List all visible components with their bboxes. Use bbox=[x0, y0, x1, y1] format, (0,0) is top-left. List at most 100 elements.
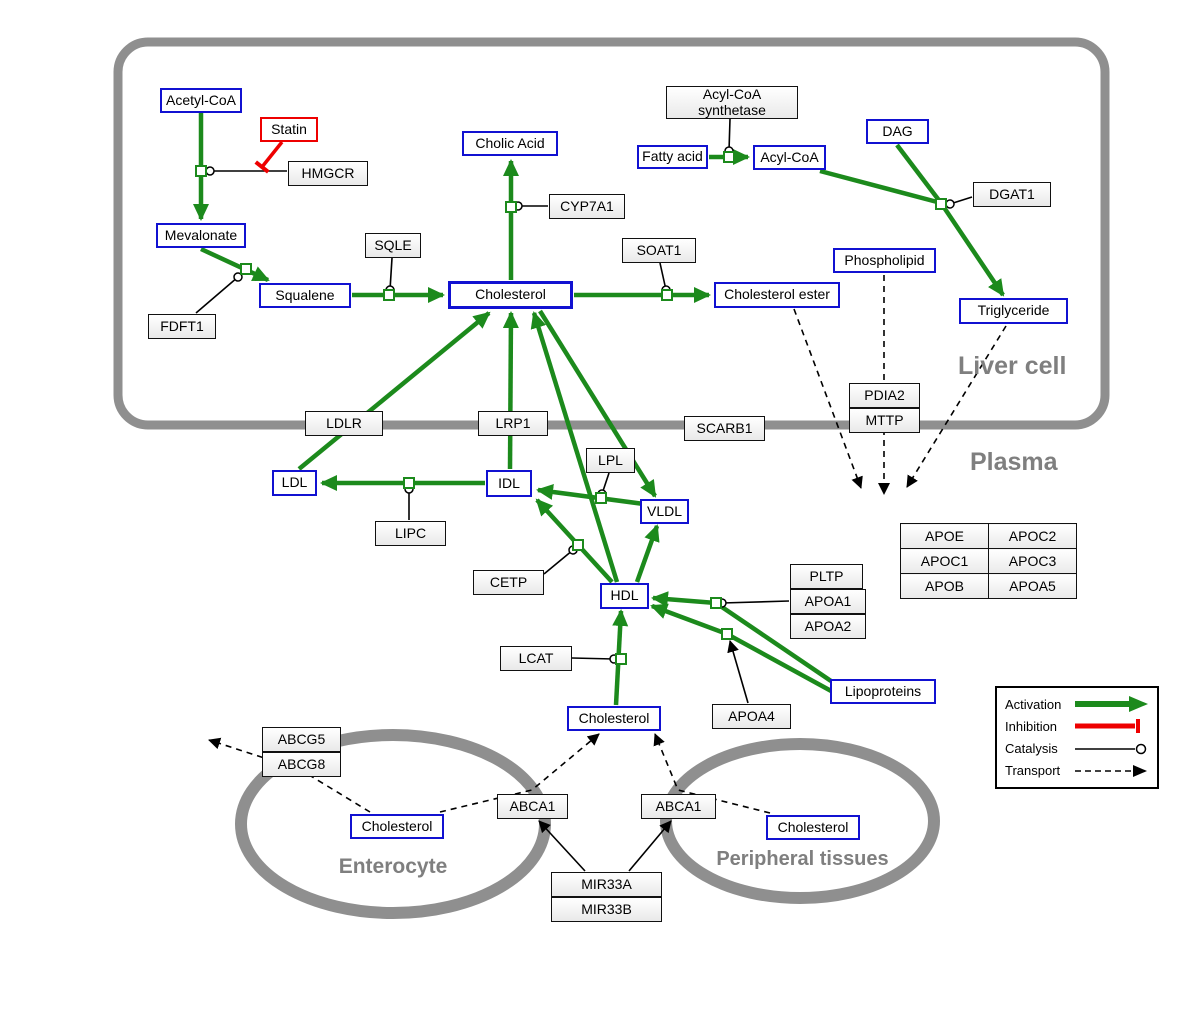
legend-item-inhibition: Inhibition bbox=[1005, 717, 1149, 735]
node-cetp[interactable]: CETP bbox=[473, 570, 544, 595]
node-acetyl-coa[interactable]: Acetyl-CoA bbox=[160, 88, 242, 113]
node-abcg8[interactable]: ABCG8 bbox=[262, 752, 341, 777]
apolipoprotein-table: APOE APOC2 APOC1 APOC3 APOB APOA5 bbox=[900, 523, 1077, 599]
node-soat1[interactable]: SOAT1 bbox=[622, 238, 696, 263]
node-lpl[interactable]: LPL bbox=[586, 448, 635, 473]
edge-acyl-coa-to-dgat1-junction bbox=[819, 168, 942, 206]
edge-lpl-catalysis bbox=[597, 472, 610, 499]
node-lipc[interactable]: LIPC bbox=[375, 521, 446, 546]
node-label: Cholesterol bbox=[475, 286, 546, 303]
node-sqle[interactable]: SQLE bbox=[365, 233, 421, 258]
node-label: Fatty acid bbox=[642, 148, 703, 165]
reaction-node bbox=[615, 653, 627, 665]
node-label: LIPC bbox=[394, 524, 427, 541]
edge-fdft1-catalysis bbox=[195, 272, 243, 314]
node-cholesterol-plasma[interactable]: Cholesterol bbox=[567, 706, 661, 731]
node-mir33b[interactable]: MIR33B bbox=[551, 897, 662, 922]
legend-transport-label: Transport bbox=[1005, 763, 1061, 779]
node-mttp[interactable]: MTTP bbox=[849, 408, 920, 433]
node-label: Cholesterol bbox=[361, 817, 433, 834]
edge-soat1-catalysis bbox=[659, 262, 671, 295]
node-apoa2[interactable]: APOA2 bbox=[790, 614, 866, 639]
node-label: Cholesterol ester bbox=[724, 286, 830, 303]
node-phospholipid[interactable]: Phospholipid bbox=[833, 248, 936, 273]
node-label: ABCG5 bbox=[277, 730, 326, 747]
edge-cholesterol-to-vldl bbox=[538, 309, 657, 498]
node-apoa4[interactable]: APOA4 bbox=[712, 704, 791, 729]
node-label: LDL bbox=[281, 474, 308, 491]
node-squalene[interactable]: Squalene bbox=[259, 283, 351, 308]
node-cholic-acid[interactable]: Cholic Acid bbox=[462, 131, 558, 156]
apo-gene[interactable]: APOA5 bbox=[988, 573, 1077, 599]
node-cholesterol-liver[interactable]: Cholesterol bbox=[448, 281, 573, 309]
edge-hdl-to-vldl bbox=[634, 524, 660, 583]
node-scarb1[interactable]: SCARB1 bbox=[684, 416, 765, 441]
node-label: ABCG8 bbox=[277, 755, 326, 772]
node-fatty-acid[interactable]: Fatty acid bbox=[637, 145, 708, 169]
node-abca1-peripheral[interactable]: ABCA1 bbox=[641, 794, 716, 819]
node-lrp1[interactable]: LRP1 bbox=[478, 411, 548, 436]
node-statin[interactable]: Statin bbox=[260, 117, 318, 142]
edge-hdl-to-cholesterol bbox=[530, 311, 620, 583]
edge-triglyceride-secretion bbox=[906, 325, 1007, 488]
reaction-node bbox=[935, 198, 947, 210]
apo-gene[interactable]: APOE bbox=[900, 523, 989, 549]
node-label: Mevalonate bbox=[164, 226, 238, 243]
node-label: Triglyceride bbox=[977, 302, 1050, 319]
node-cholesterol-ester[interactable]: Cholesterol ester bbox=[714, 282, 840, 308]
catalysis-circle-sample bbox=[1075, 743, 1147, 754]
node-acyl-coa[interactable]: Acyl-CoA bbox=[753, 145, 826, 170]
apo-gene[interactable]: APOC2 bbox=[988, 523, 1077, 549]
edge-mevalonate-to-squalene bbox=[200, 246, 270, 283]
node-triglyceride[interactable]: Triglyceride bbox=[959, 298, 1068, 324]
node-hmgcr[interactable]: HMGCR bbox=[288, 161, 368, 186]
node-label: APOA1 bbox=[804, 592, 852, 609]
node-vldl[interactable]: VLDL bbox=[640, 499, 689, 524]
node-label: VLDL bbox=[646, 502, 683, 519]
node-label: MIR33A bbox=[581, 875, 632, 892]
node-lipoproteins[interactable]: Lipoproteins bbox=[830, 679, 936, 704]
node-fdft1[interactable]: FDFT1 bbox=[148, 314, 216, 339]
node-cholesterol-peripheral[interactable]: Cholesterol bbox=[766, 815, 860, 840]
node-label: LRP1 bbox=[495, 414, 531, 431]
node-mevalonate[interactable]: Mevalonate bbox=[156, 223, 246, 248]
node-cyp7a1[interactable]: CYP7A1 bbox=[549, 194, 625, 219]
node-label: Acyl-CoA bbox=[702, 86, 762, 103]
edge-mir33-to-abca1-right bbox=[628, 820, 672, 872]
node-pdia2[interactable]: PDIA2 bbox=[849, 383, 920, 408]
legend: Activation Inhibition Catalysis Transpor… bbox=[995, 686, 1159, 789]
apo-gene[interactable]: APOC1 bbox=[900, 548, 989, 574]
node-label: synthetase bbox=[698, 101, 766, 118]
node-idl[interactable]: IDL bbox=[486, 470, 532, 497]
apo-gene[interactable]: APOC3 bbox=[988, 548, 1077, 574]
edge-cholesterol-ester-secretion bbox=[793, 308, 863, 489]
node-label: FDFT1 bbox=[160, 317, 204, 334]
node-label: APOA4 bbox=[728, 707, 775, 724]
legend-item-catalysis: Catalysis bbox=[1005, 740, 1149, 758]
node-label: ABCA1 bbox=[509, 797, 556, 814]
node-label: ABCA1 bbox=[655, 797, 702, 814]
node-hdl[interactable]: HDL bbox=[600, 583, 649, 609]
legend-item-transport: Transport bbox=[1005, 762, 1149, 780]
node-label: LPL bbox=[598, 451, 623, 468]
node-label: Lipoproteins bbox=[844, 682, 922, 699]
node-dag[interactable]: DAG bbox=[866, 119, 929, 144]
node-label: LDLR bbox=[326, 414, 362, 431]
node-label: SQLE bbox=[374, 236, 412, 253]
node-dgat1[interactable]: DGAT1 bbox=[973, 182, 1051, 207]
legend-activation-label: Activation bbox=[1005, 696, 1062, 712]
node-label: Phospholipid bbox=[844, 251, 925, 268]
node-apoa1[interactable]: APOA1 bbox=[790, 589, 866, 614]
node-abcg5[interactable]: ABCG5 bbox=[262, 727, 341, 752]
apo-gene[interactable]: APOB bbox=[900, 573, 989, 599]
node-lcat[interactable]: LCAT bbox=[500, 646, 572, 671]
node-pltp[interactable]: PLTP bbox=[790, 564, 863, 589]
node-mir33a[interactable]: MIR33A bbox=[551, 872, 662, 897]
node-abca1-enterocyte[interactable]: ABCA1 bbox=[497, 794, 568, 819]
node-cholesterol-enterocyte[interactable]: Cholesterol bbox=[350, 814, 444, 839]
node-ldl[interactable]: LDL bbox=[272, 470, 317, 496]
node-ldlr[interactable]: LDLR bbox=[305, 411, 383, 436]
edge-acyl-coa-synthetase-catalysis bbox=[724, 118, 734, 156]
